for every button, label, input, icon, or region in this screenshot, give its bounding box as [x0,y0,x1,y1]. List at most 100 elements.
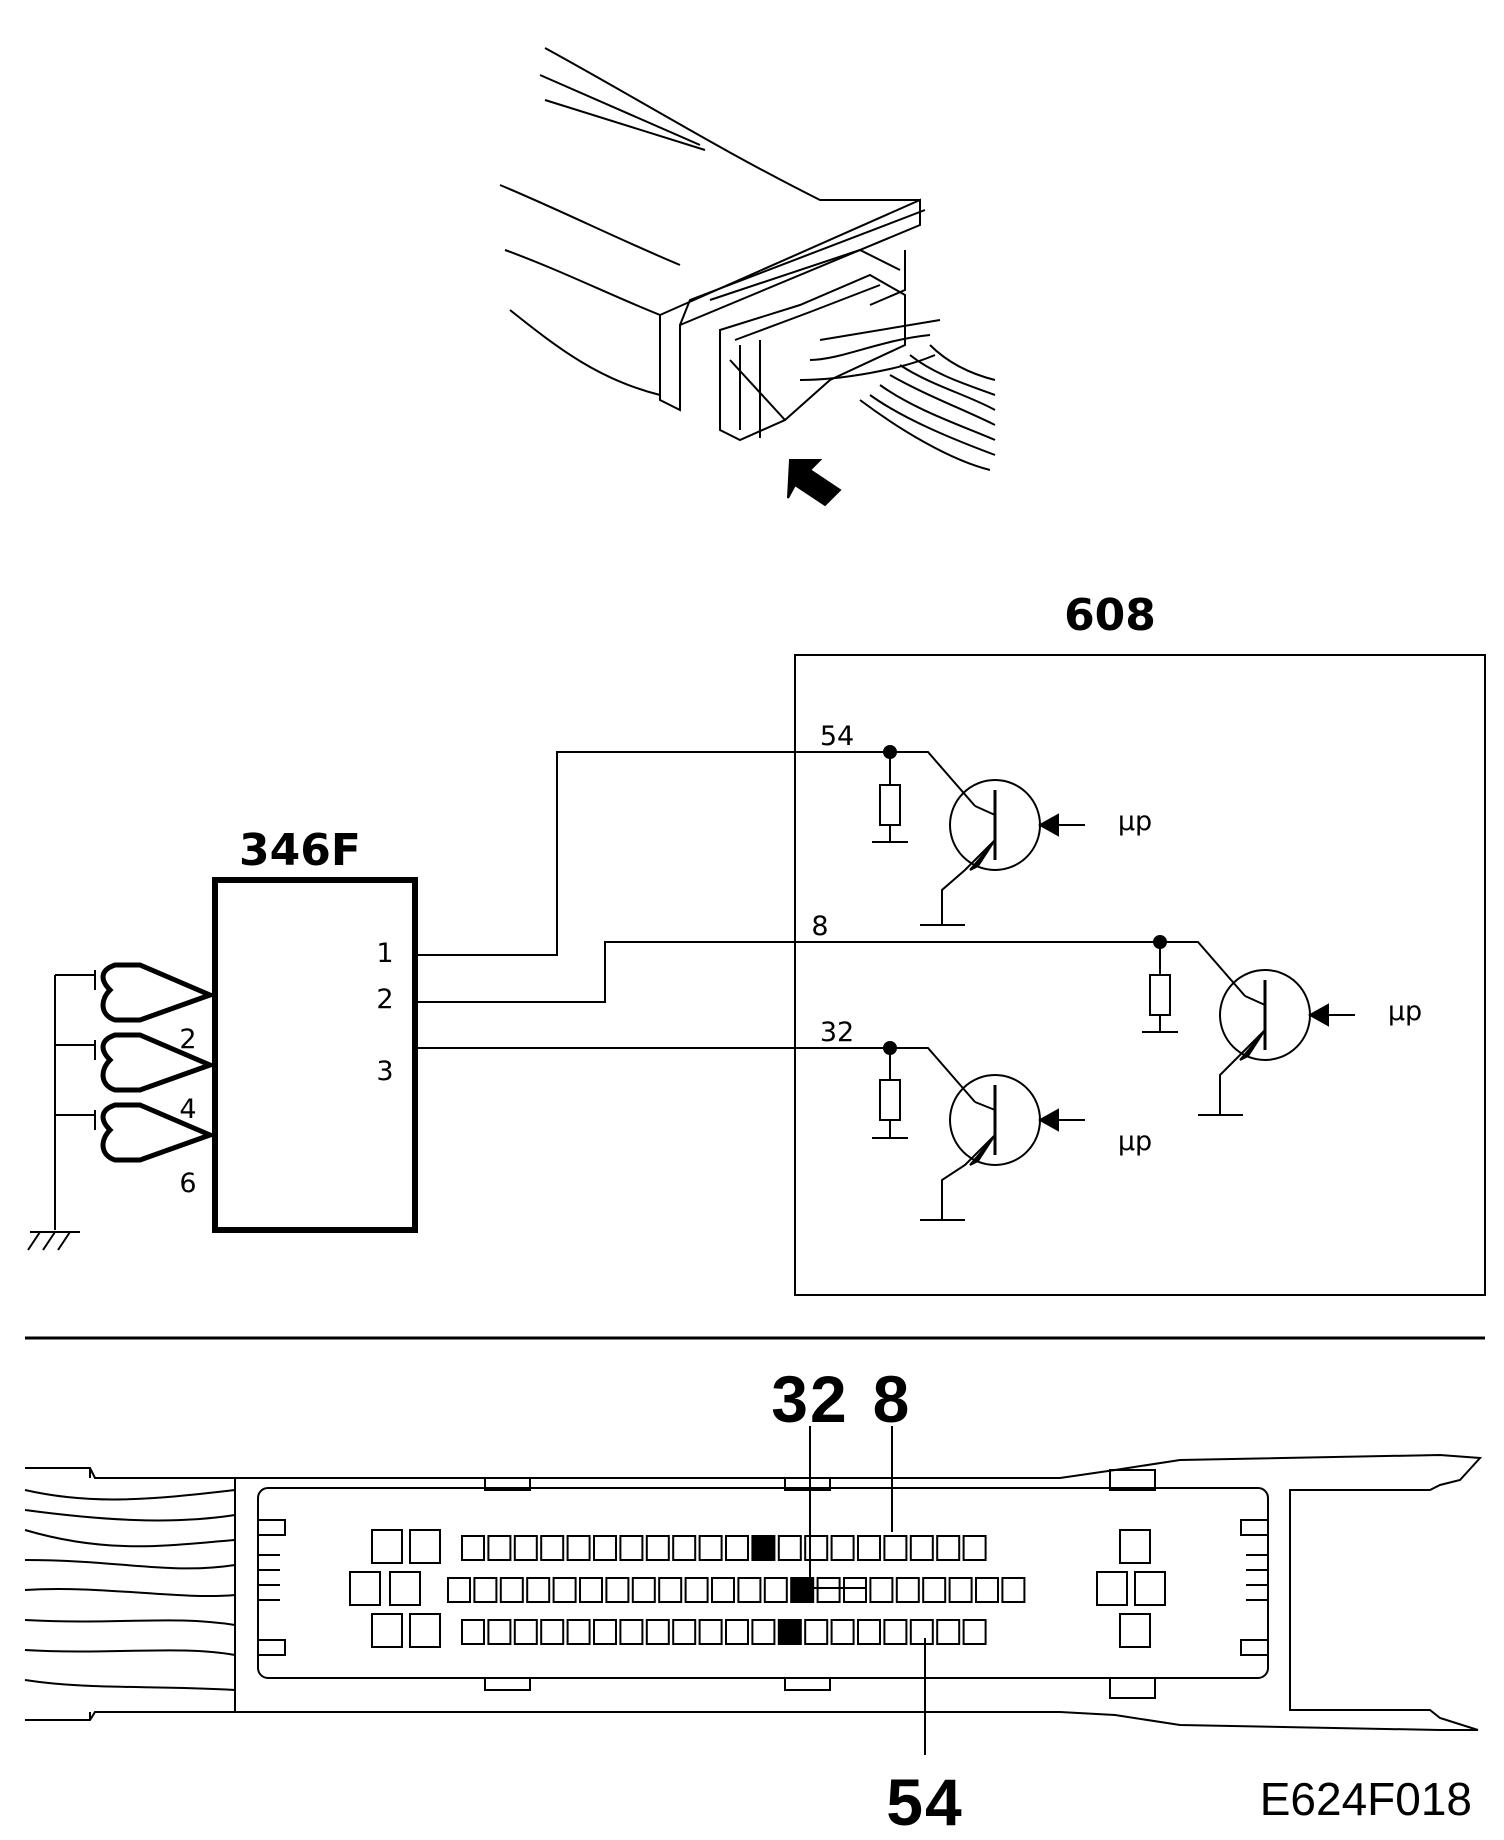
connector-pin [552,1577,577,1603]
connector-pin [487,1619,512,1645]
sensor-element-2 [94,1032,217,1093]
sensor-pin-3: 3 [376,1056,393,1087]
connector-plug-shape [719,273,941,442]
connector-pin [566,1535,591,1561]
connector-pin [593,1619,617,1645]
connector-pin [447,1577,471,1603]
sensor-346F-box [212,877,418,1233]
connector-pin [645,1535,670,1561]
connector-pin [909,1619,934,1645]
connector-pin [936,1619,961,1645]
sensor-input-pin-6: 6 [179,1168,196,1199]
connector-pin [1001,1577,1026,1603]
figure-reference: E624F018 [1260,1773,1472,1825]
signal-wires [415,751,1160,1049]
connector-pin [513,1619,538,1645]
ecu-signal-8: µp [1388,996,1422,1027]
ecu-housing-front [659,198,921,412]
connector-pin [566,1619,591,1645]
connector-pin-rows [447,1535,1026,1645]
connector-housing-outline [25,1453,1483,1731]
connector-pin [540,1619,565,1645]
connector-face-inner [257,1487,1269,1679]
callout-leaders [809,1426,926,1755]
connector-pin [473,1577,498,1603]
connector-pin-highlighted [777,1619,802,1645]
sensor-input-pin-2: 2 [179,1024,196,1055]
connector-pin [962,1619,987,1645]
connector-pin [513,1535,538,1561]
connector-pin [895,1577,920,1603]
sensor-input-pin-4: 4 [179,1094,196,1125]
connector-pin [461,1619,485,1645]
ecu-signal-54: µp [1118,806,1152,837]
input-stage-32 [872,1041,1085,1221]
sensor-346F-label: 346F [239,825,361,876]
connector-pin [499,1577,524,1603]
connector-pin [936,1535,961,1561]
connector-pin [777,1535,802,1561]
connector-pin [461,1535,485,1561]
connector-pin [804,1619,829,1645]
connector-pin [857,1619,881,1645]
connector-pin [645,1619,670,1645]
ecu-pin-8-label: 8 [811,911,828,942]
connector-pin [751,1619,776,1645]
connector-pin-highlighted [790,1577,815,1603]
connector-pin [763,1577,788,1603]
sensor-pin-2: 2 [376,984,393,1015]
connector-pin [737,1577,762,1603]
sensor-element-3 [94,1102,217,1163]
connector-pin [672,1619,697,1645]
ecu-pin-32-label: 32 [820,1017,854,1048]
connector-pin [711,1577,735,1603]
connector-pin [816,1577,841,1603]
connector-pin [725,1535,749,1561]
wire-pin1-to-54 [415,751,888,956]
connector-pin [830,1535,855,1561]
ecu-608-box [794,654,1486,1296]
connector-pin [843,1577,867,1603]
connector-pin [857,1535,881,1561]
connector-pin [804,1535,829,1561]
connector-pin [619,1619,644,1645]
input-stage-8 [1142,935,1355,1116]
connector-pin [883,1535,908,1561]
wire-pin2-to-8 [415,941,1160,1003]
connector-pin [922,1577,947,1603]
connector-pin [487,1535,512,1561]
connector-pin [883,1619,908,1645]
callout-pin-32: 32 [771,1362,848,1436]
connector-pin [725,1619,749,1645]
ecu-signal-32: µp [1118,1126,1152,1157]
connector-pin [658,1577,683,1603]
sensor-pin-1: 1 [376,938,393,969]
connector-pin [619,1535,644,1561]
connector-pin [698,1535,723,1561]
unplug-direction-arrow [787,459,842,507]
connector-pin [869,1577,894,1603]
sensor-input-elements [27,962,217,1251]
connector-pin [540,1535,565,1561]
ecu-608-label: 608 [1064,590,1156,641]
connector-pin [698,1619,723,1645]
input-stage-54 [872,745,1085,926]
connector-face [24,1453,1483,1731]
connector-pin [830,1619,855,1645]
harness-wires [859,344,996,471]
connector-pin [593,1535,617,1561]
connector-pin [962,1535,987,1561]
connector-pin [684,1577,709,1603]
ecu-connector-illustration [499,47,996,471]
connector-pin [975,1577,999,1603]
connector-pin [672,1535,697,1561]
sensor-element-1 [94,962,217,1023]
connector-pin [948,1577,973,1603]
ecu-pin-54-label: 54 [820,721,854,752]
connector-pin [605,1577,630,1603]
connector-pin-highlighted [751,1535,776,1561]
callout-pin-54: 54 [886,1765,963,1839]
ecu-housing-edge [544,47,920,201]
